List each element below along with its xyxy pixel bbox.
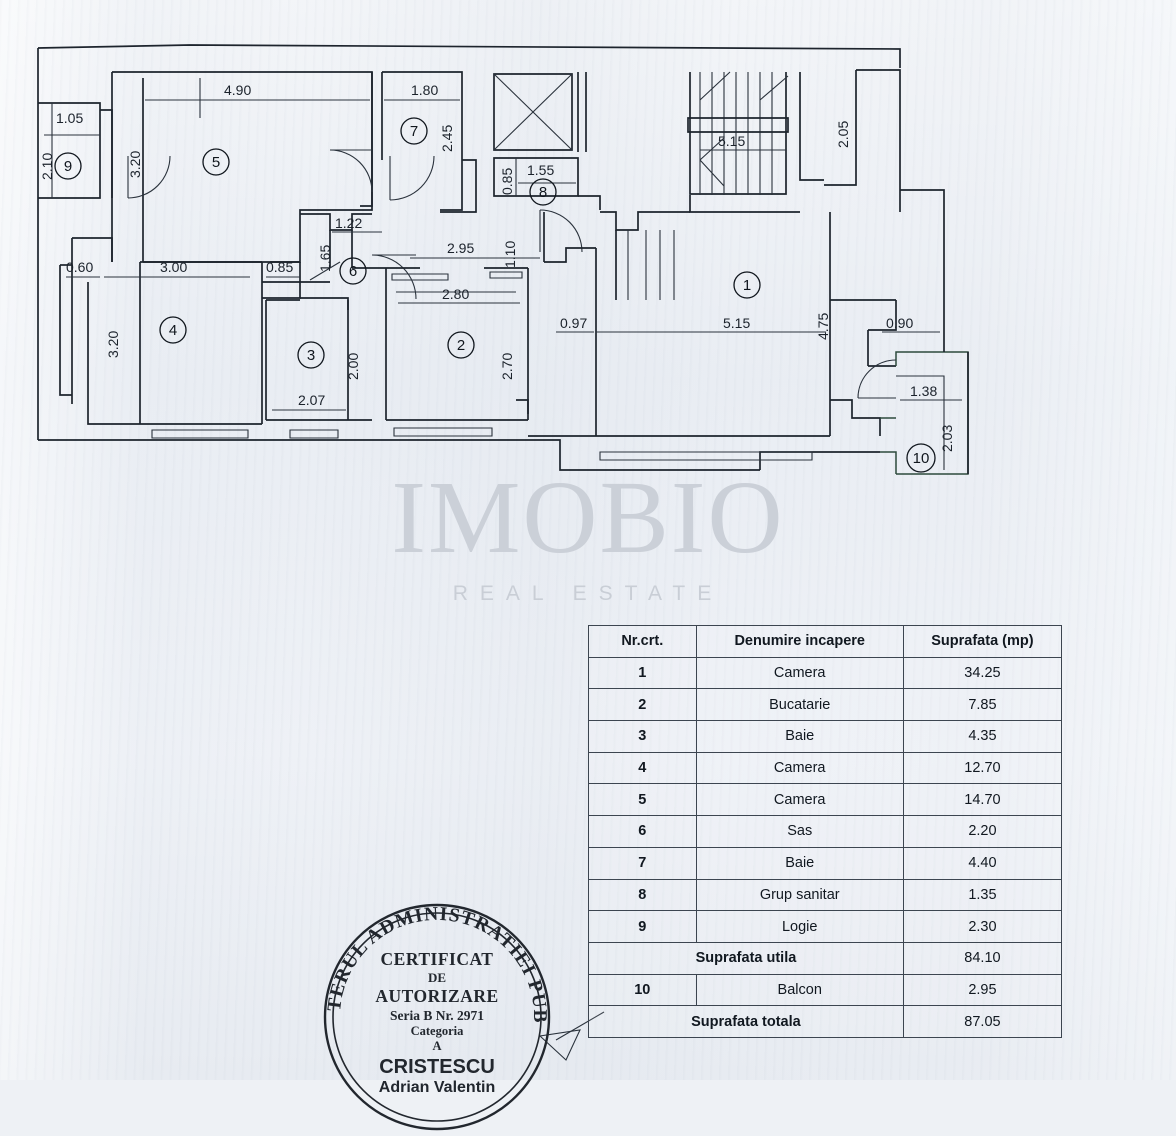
dim-hall-right: 1.10 [502, 241, 518, 268]
cell-nr: 6 [588, 815, 697, 848]
header-name: Denumire incapere [695, 625, 904, 658]
label-suprafata-totala: Suprafata totala [588, 1005, 904, 1038]
cell-nr: 8 [588, 878, 697, 912]
cell-name: Logie [695, 910, 904, 943]
cell-nr: 5 [588, 783, 697, 817]
dim-stair-width: 5.15 [718, 133, 745, 149]
cell-area: 4.35 [902, 720, 1063, 753]
cell-name: Camera [695, 656, 904, 690]
room-marker-2: 2 [457, 337, 465, 354]
room-marker-8: 8 [539, 184, 547, 201]
dim-room1-width: 5.15 [723, 315, 750, 331]
room-marker-4: 4 [169, 322, 177, 339]
dim-room9-height: 2.10 [39, 153, 55, 180]
dim-room7-height: 2.45 [439, 125, 455, 152]
cell-name: Grup sanitar [695, 878, 904, 912]
cell-nr: 3 [588, 720, 697, 753]
room-marker-1: 1 [743, 277, 751, 294]
cell-area: 2.20 [902, 815, 1063, 848]
cell-name: Bucatarie [695, 688, 904, 722]
dim-room5-width: 4.90 [224, 82, 251, 98]
table-summary-row-totala: Suprafata totala 87.05 [588, 1005, 1063, 1038]
dim-room9-width: 1.05 [56, 110, 83, 126]
dim-room6-height: 1.65 [317, 245, 333, 272]
dim-room6-top: 1.22 [335, 215, 362, 231]
table-row: 10 Balcon 2.95 [588, 973, 1063, 1007]
value-suprafata-totala: 87.05 [902, 1005, 1063, 1038]
table-row: 6 Sas 2.20 [588, 815, 1063, 848]
cell-name: Balcon [695, 973, 904, 1007]
cell-nr: 10 [588, 973, 697, 1007]
header-nr: Nr.crt. [588, 625, 697, 658]
dim-room1-right: 0.90 [886, 315, 913, 331]
cell-area: 2.30 [902, 910, 1063, 943]
dim-room8-width: 1.55 [527, 162, 554, 178]
dim-room4-height: 3.20 [105, 331, 121, 358]
room-number-markers: 1 2 3 4 5 6 7 8 9 10 [54, 117, 936, 473]
cell-area: 4.40 [902, 846, 1063, 880]
table-row: 8 Grup sanitar 1.35 [588, 878, 1063, 912]
label-suprafata-utila: Suprafata utila [588, 941, 904, 975]
cell-area: 34.25 [902, 656, 1063, 690]
header-area: Suprafata (mp) [902, 625, 1063, 658]
table-row: 5 Camera 14.70 [588, 783, 1063, 817]
cell-area: 12.70 [902, 751, 1063, 785]
dim-room2-width: 2.80 [442, 286, 469, 302]
table-row: 7 Baie 4.40 [588, 846, 1063, 880]
stamp-line-firstname: Adrian Valentin [378, 1078, 496, 1096]
cell-nr: 7 [588, 846, 697, 880]
cell-area: 7.85 [902, 688, 1063, 722]
dim-room2-height: 2.70 [499, 353, 515, 380]
dim-stair-height: 2.05 [835, 121, 851, 148]
cell-nr: 1 [588, 656, 697, 690]
dim-room10-height: 2.03 [939, 425, 955, 452]
table-summary-row-utila: Suprafata utila 84.10 [588, 941, 1063, 975]
room-marker-9: 9 [64, 158, 72, 175]
value-suprafata-utila: 84.10 [902, 941, 1063, 975]
dim-room1-left: 0.97 [560, 315, 587, 331]
dim-room8-height: 0.85 [499, 168, 515, 195]
floor-plan-drawing: 4.90 1.80 1.05 1.55 1.22 2.95 2.80 3.00 … [37, 44, 969, 1061]
cell-area: 14.70 [902, 783, 1063, 817]
dim-room3-width: 2.07 [298, 392, 325, 408]
cell-nr: 4 [588, 751, 697, 785]
dim-room7-width: 1.80 [411, 82, 438, 98]
dim-room5-height: 3.20 [127, 151, 143, 178]
dim-room3-height: 2.00 [345, 353, 361, 380]
table-row: 2 Bucatarie 7.85 [588, 688, 1063, 722]
cell-nr: 2 [588, 688, 697, 722]
dim-room4-width: 3.00 [160, 259, 187, 275]
dim-hall-width: 2.95 [447, 240, 474, 256]
scanned-paper-background [0, 0, 1176, 1080]
cell-name: Camera [695, 783, 904, 817]
dim-room4-offset: 0.60 [66, 259, 93, 275]
table-row: 1 Camera 34.25 [588, 656, 1063, 690]
room-marker-6: 6 [349, 263, 357, 280]
table-header-row: Nr.crt. Denumire incapere Suprafata (mp) [588, 625, 1063, 658]
dim-room1-height: 4.75 [815, 313, 831, 340]
area-table: Nr.crt. Denumire incapere Suprafata (mp)… [588, 625, 1063, 1038]
room-marker-5: 5 [212, 154, 220, 171]
room-marker-7: 7 [410, 123, 418, 140]
cell-name: Sas [695, 815, 904, 848]
table-row: 9 Logie 2.30 [588, 910, 1063, 943]
cell-area: 1.35 [902, 878, 1063, 912]
dim-corridor: 0.85 [266, 259, 293, 275]
cell-name: Baie [695, 720, 904, 753]
cell-name: Baie [695, 846, 904, 880]
dim-room10-width: 1.38 [910, 383, 937, 399]
dimension-labels: 4.90 1.80 1.05 1.55 1.22 2.95 2.80 3.00 … [39, 82, 962, 452]
cell-nr: 9 [588, 910, 697, 943]
room-marker-10: 10 [913, 450, 930, 467]
room-marker-3: 3 [307, 347, 315, 364]
cell-name: Camera [695, 751, 904, 785]
cell-area: 2.95 [902, 973, 1063, 1007]
table-row: 4 Camera 12.70 [588, 751, 1063, 785]
table-row: 3 Baie 4.35 [588, 720, 1063, 753]
